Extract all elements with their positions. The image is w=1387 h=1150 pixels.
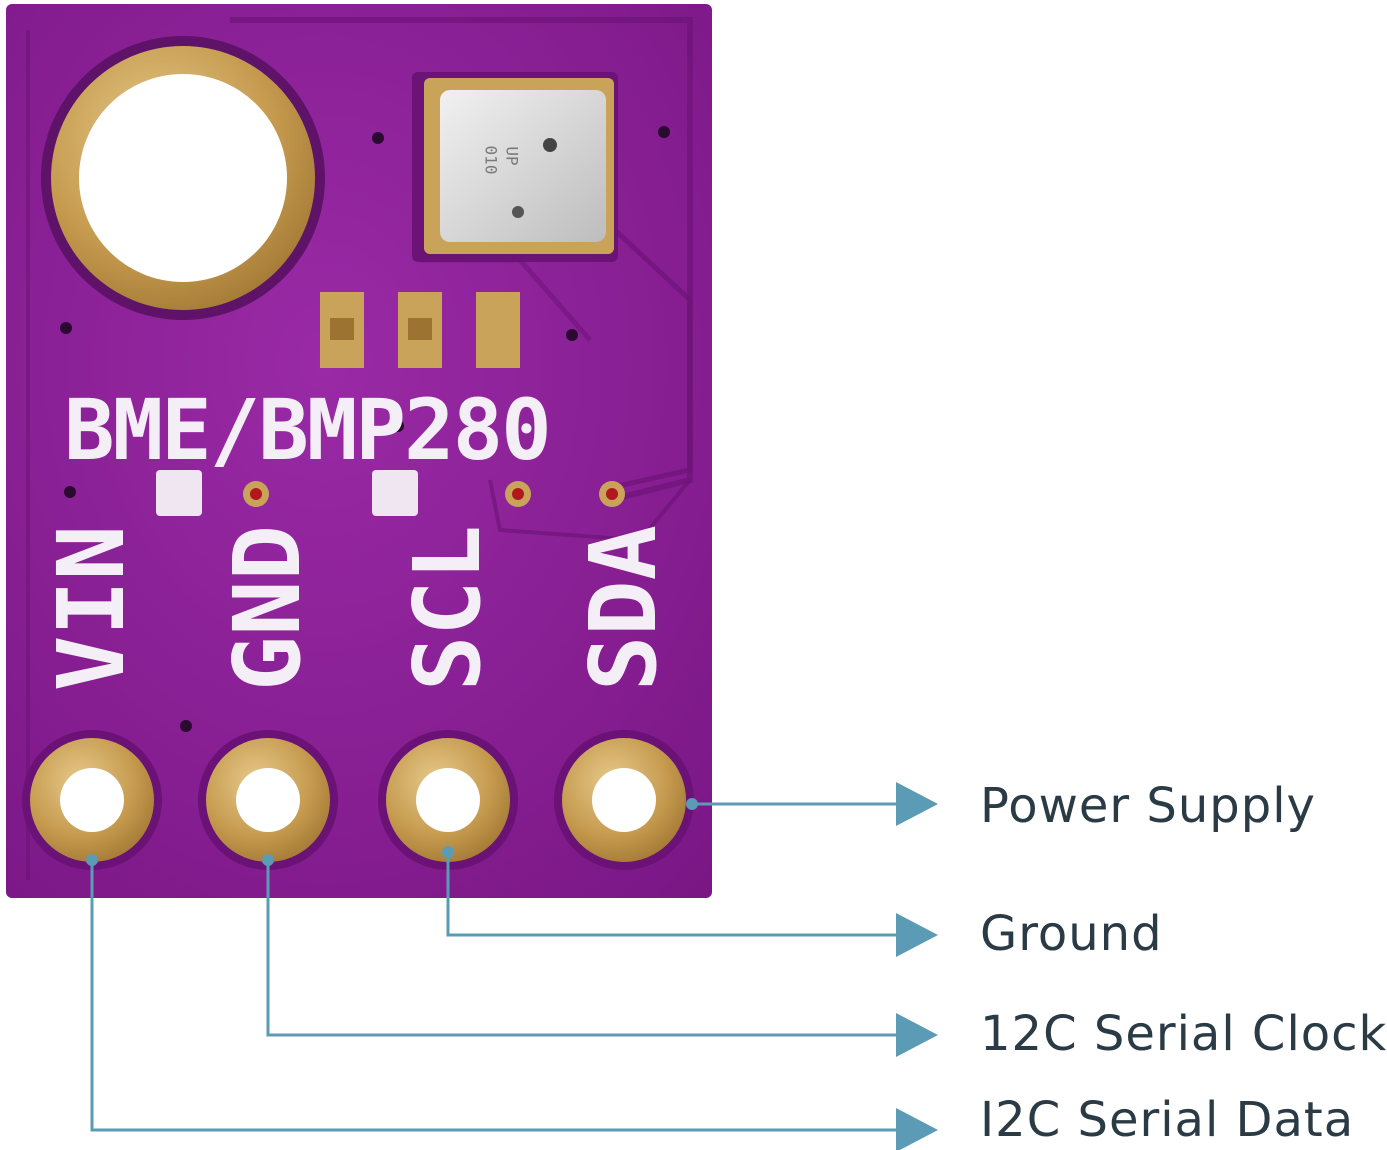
pin-label-sda: SDA: [570, 524, 677, 692]
pin-label-scl: SCL: [394, 524, 501, 692]
callout-line-clock: [266, 860, 900, 1037]
callout-dots: [86, 798, 698, 866]
chip-marking-2: UP: [502, 146, 522, 166]
jumper-pad: [156, 470, 202, 516]
header-pin-vin: [22, 730, 162, 870]
callout-label-data: I2C Serial Data: [980, 1092, 1355, 1148]
callout-label-power: Power Supply: [980, 778, 1316, 834]
pcb-trace: [599, 228, 693, 493]
via: [60, 322, 72, 334]
arrow-icon: [896, 1013, 938, 1057]
pcb-trace: [230, 17, 693, 503]
jumper-pad: [372, 470, 418, 516]
arrow-icon: [896, 1108, 938, 1150]
callout-line-ground: [446, 852, 900, 937]
pin-label-gnd: GND: [214, 524, 321, 692]
via: [392, 420, 404, 432]
smd-body: [408, 318, 432, 340]
arrow-icon: [896, 782, 938, 826]
callout-lines: [90, 802, 900, 1132]
callout-dot: [262, 854, 274, 866]
smd-body: [330, 318, 354, 340]
smd-pad: [476, 292, 520, 368]
sensor-port: [512, 206, 524, 218]
callout-dot: [686, 798, 698, 810]
sensor-chip: [440, 90, 606, 242]
via: [658, 126, 670, 138]
via: [566, 329, 578, 341]
chip-marking-1: 010: [481, 145, 501, 175]
via: [180, 720, 192, 732]
via: [372, 132, 384, 144]
via: [64, 486, 76, 498]
arrow-icon: [896, 913, 938, 957]
callout-label-clock: 12C Serial Clock: [980, 1006, 1387, 1062]
callout-label-ground: Ground: [980, 906, 1163, 962]
pin-label-vin: VIN: [38, 524, 145, 692]
sensor-port: [543, 138, 557, 152]
callout-line-data: [90, 860, 900, 1132]
board-title: BME/BMP280: [64, 381, 552, 479]
header-pin-gnd: [198, 730, 338, 870]
header-pin-scl: [378, 730, 518, 870]
mounting-hole: [79, 74, 287, 282]
callout-arrows: [896, 782, 938, 1150]
test-point-hole: [512, 488, 524, 500]
header-pin-sda: [554, 730, 694, 870]
callout-dot: [442, 846, 454, 858]
pcb-trace: [488, 478, 692, 543]
callout-dot: [86, 854, 98, 866]
test-point-hole: [250, 488, 262, 500]
test-point-hole: [606, 488, 618, 500]
